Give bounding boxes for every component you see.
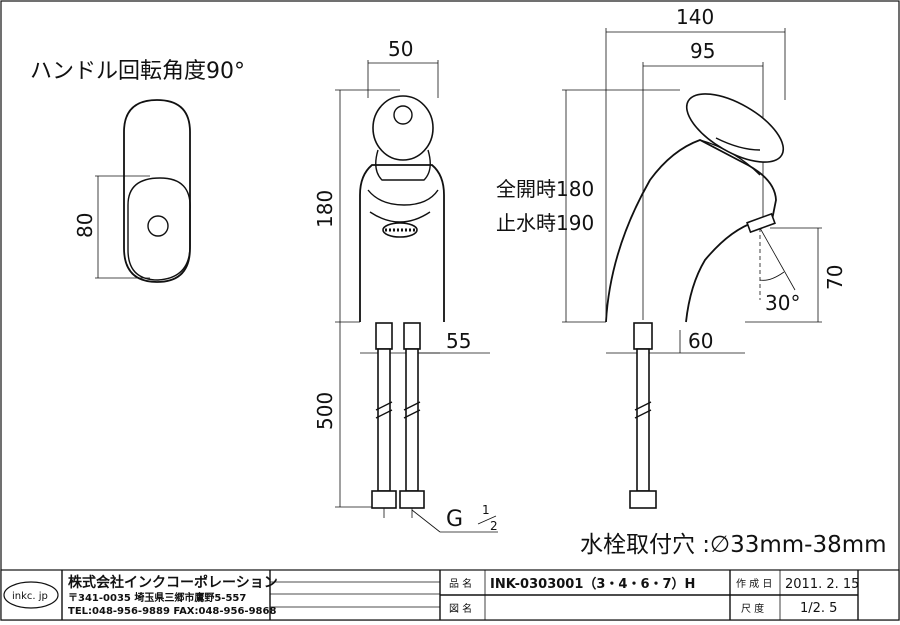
height-full-open: 全開時180 [496,177,594,201]
dim-pipe-spacing: 55 [446,329,471,353]
handle-height-dimension [95,175,150,279]
company-name: 株式会社インクコーポレーション [68,574,278,591]
drawing-scale: 1/2. 5 [800,601,837,616]
thread-numerator: 1 [482,503,490,517]
company-contact: TEL:048-956-9889 FAX:048-956-9868 [68,606,276,617]
logo-text: inkc. jp [12,591,48,602]
scale-label: 尺 度 [741,602,764,615]
faucet-side-view [605,93,785,323]
thread-leader [411,509,441,533]
side-hose [629,322,657,509]
dim-spout-angle: 30° [765,291,800,315]
creation-date: 2011. 2. 15 [785,577,859,592]
dim-side-total: 140 [676,5,714,29]
dim-side-base: 60 [688,329,713,353]
height-stopped: 止水時190 [496,211,594,235]
handle-rotation-note: ハンドル回転角度90° [30,59,245,84]
faucet-front-view [359,95,445,322]
product-name-label: 品 名 [449,577,472,590]
dim-front-width: 50 [388,37,413,61]
title-block [0,569,900,621]
front-hoses [371,322,425,518]
dim-hose-length: 500 [313,392,337,430]
dim-handle-height: 80 [73,213,97,238]
front-dimension-lines [335,60,490,508]
mounting-hole-spec: 水栓取付穴 :∅33mm-38mm [580,532,887,558]
handle-top-view [123,99,191,283]
thread-label: G [446,507,463,532]
thread-denominator: 2 [490,519,498,533]
company-address: 〒341-0035 埼玉県三郷市鷹野5-557 [68,591,246,604]
company-logo [3,581,59,609]
dim-spout-height: 70 [823,265,847,290]
date-label: 作 成 日 [736,578,772,590]
drawing-name-label: 図 名 [449,602,472,615]
dim-side-reach: 95 [690,39,715,63]
product-name: INK-0303001（3・4・6・7）H [490,576,695,592]
dim-front-height: 180 [313,190,337,228]
